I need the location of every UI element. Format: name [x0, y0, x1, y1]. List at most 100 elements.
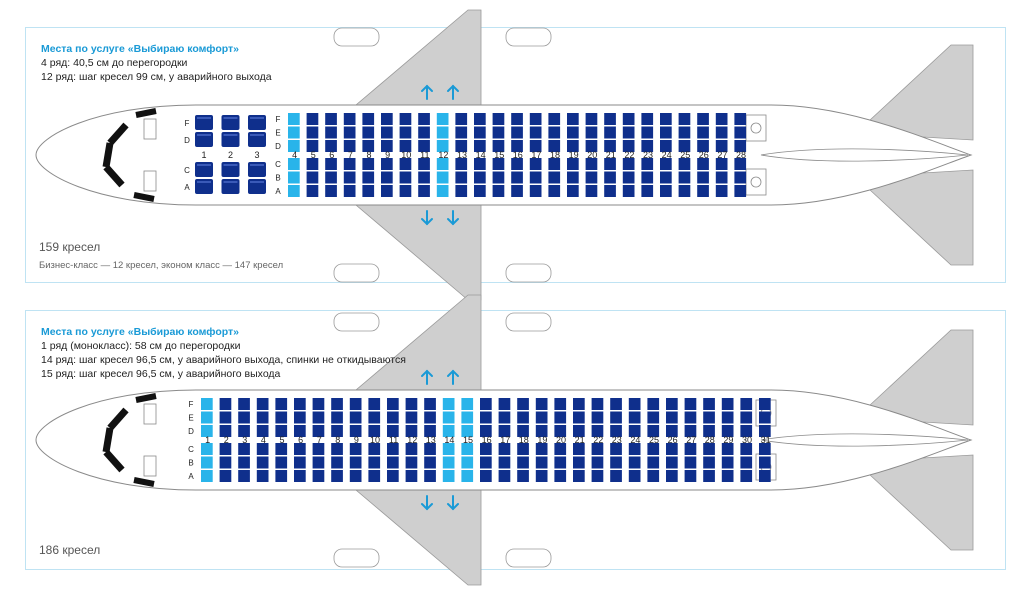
comfort-seat [201, 425, 213, 437]
economy-seat [660, 140, 672, 152]
economy-seat [684, 425, 697, 437]
seat-letter: F [276, 115, 281, 124]
wing-upper [354, 9, 482, 106]
economy-seat [535, 398, 548, 410]
economy-seat [312, 398, 325, 410]
economy-seat [343, 171, 356, 184]
economy-seat [418, 171, 430, 184]
economy-seat [343, 158, 356, 170]
economy-seat [573, 456, 585, 469]
economy-seat [604, 126, 616, 139]
economy-seat [628, 425, 641, 437]
economy-seat [734, 113, 747, 125]
comfort-title: Места по услуге «Выбираю комфорт» [41, 326, 239, 338]
economy-seat [715, 158, 728, 170]
economy-seat [628, 456, 641, 469]
economy-seat [622, 185, 635, 197]
economy-seat [405, 443, 418, 455]
economy-seat [759, 443, 771, 455]
economy-seat [325, 185, 337, 197]
economy-seat [554, 398, 567, 410]
economy-seat [418, 158, 430, 170]
economy-seat [647, 398, 660, 410]
economy-seat [381, 140, 393, 152]
economy-seat [405, 425, 418, 437]
economy-seat [455, 140, 468, 152]
economy-seat [455, 185, 468, 197]
economy-seat [641, 171, 654, 184]
row-number: 10 [370, 435, 380, 445]
economy-seat [368, 456, 381, 469]
row-number: 16 [482, 435, 492, 445]
economy-seat [715, 140, 728, 152]
economy-seat [591, 456, 604, 469]
comfort-seat [201, 443, 213, 455]
economy-seat [548, 171, 561, 184]
row-number: 19 [537, 435, 547, 445]
economy-seat [660, 185, 672, 197]
economy-seat [591, 425, 604, 437]
exit-arrow-up-icon [447, 84, 459, 100]
exit-arrow-up-icon [421, 369, 433, 385]
comfort-title: Места по услуге «Выбираю комфорт» [41, 43, 239, 55]
seat-letter: B [275, 174, 280, 183]
economy-seat [610, 470, 622, 482]
comfort-seat [461, 470, 474, 482]
economy-seat [387, 425, 399, 437]
tail-stabilizer-upper [855, 44, 974, 141]
economy-seat [684, 456, 697, 469]
economy-seat [759, 470, 771, 482]
economy-seat [424, 470, 436, 482]
economy-seat [362, 126, 375, 139]
economy-seat [405, 470, 418, 482]
economy-seat [511, 171, 523, 184]
economy-seat [548, 113, 561, 125]
seat-letter: C [184, 166, 190, 175]
economy-seat [666, 443, 678, 455]
economy-seat [343, 126, 356, 139]
row-number: 28 [705, 435, 715, 445]
economy-seat [349, 398, 362, 410]
economy-seat [306, 158, 319, 170]
economy-seat [535, 443, 548, 455]
economy-seat [647, 470, 660, 482]
row-number: 18 [550, 150, 560, 160]
economy-seat [498, 411, 511, 424]
economy-seat [517, 398, 529, 410]
economy-seat [511, 158, 523, 170]
economy-seat [678, 158, 691, 170]
economy-seat [535, 470, 548, 482]
economy-seat [256, 425, 269, 437]
economy-seat [349, 411, 362, 424]
economy-seat [294, 398, 306, 410]
economy-seat [362, 171, 375, 184]
comfort-seat [288, 140, 300, 152]
row-number: 18 [519, 435, 529, 445]
economy-seat [641, 140, 654, 152]
economy-seat [498, 456, 511, 469]
row-number: 20 [556, 435, 566, 445]
economy-seat [567, 126, 579, 139]
economy-seat [331, 443, 343, 455]
row-number: 25 [680, 150, 690, 160]
economy-seat [405, 456, 418, 469]
row-number: 5 [311, 150, 316, 160]
economy-seat [405, 411, 418, 424]
economy-seat [628, 443, 641, 455]
economy-seat [455, 113, 468, 125]
seat-count: 186 кресел [39, 543, 101, 557]
row-number: 1 [205, 435, 210, 445]
economy-seat [573, 470, 585, 482]
economy-seat [349, 425, 362, 437]
row-number: 30 [742, 435, 752, 445]
economy-seat [535, 425, 548, 437]
economy-seat [418, 126, 430, 139]
business-seat-detail [250, 164, 264, 166]
comfort-seat [288, 171, 300, 184]
economy-seat [604, 113, 616, 125]
economy-seat [740, 443, 753, 455]
economy-seat [418, 185, 430, 197]
row-number: 21 [575, 435, 585, 445]
